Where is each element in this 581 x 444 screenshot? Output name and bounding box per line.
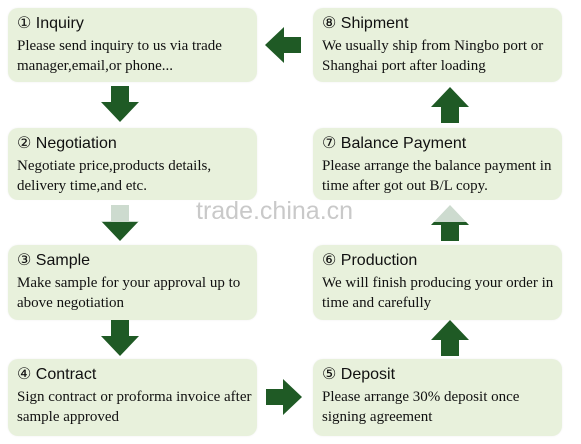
step-title: ⑤ Deposit — [322, 366, 396, 383]
step-contract-box: ④ Contract Sign contract or proforma inv… — [8, 359, 257, 436]
arrow-down-icon — [101, 86, 139, 122]
step-title: ⑥ Production — [322, 252, 418, 269]
step-description: Make sample for your approval up to abov… — [17, 275, 241, 311]
step-description: We will finish producing your order in t… — [322, 275, 554, 311]
step-title: ④ Contract — [17, 366, 97, 383]
step-title: ⑧ Shipment — [322, 15, 409, 32]
step-description: Negotiate price,products details, delive… — [17, 158, 212, 194]
step-balance-payment-box: ⑦ Balance Payment Please arrange the bal… — [313, 128, 562, 200]
step-sample-box: ③ Sample Make sample for your approval u… — [8, 245, 257, 320]
arrow-up-icon — [431, 87, 469, 123]
arrow-down-icon — [101, 320, 139, 356]
step-production-box: ⑥ Production We will finish producing yo… — [313, 245, 562, 320]
watermark-fade-band — [0, 200, 581, 222]
arrow-up-icon — [431, 320, 469, 356]
step-description: Please send inquiry to us via trade mana… — [17, 38, 222, 74]
arrow-left-icon — [265, 27, 301, 63]
step-description: Please arrange the balance payment in ti… — [322, 158, 552, 194]
arrow-down-icon — [101, 205, 139, 241]
step-description: We usually ship from Ningbo port or Shan… — [322, 38, 544, 74]
arrow-right-icon — [266, 379, 302, 415]
arrow-up-icon — [431, 205, 469, 241]
step-title: ⑦ Balance Payment — [322, 135, 467, 152]
step-title: ② Negotiation — [17, 135, 117, 152]
step-description: Please arrange 30% deposit once signing … — [322, 389, 520, 425]
step-shipment-box: ⑧ Shipment We usually ship from Ningbo p… — [313, 8, 562, 82]
step-title: ③ Sample — [17, 252, 91, 269]
step-title: ① Inquiry — [17, 15, 84, 32]
step-inquiry-box: ① Inquiry Please send inquiry to us via … — [8, 8, 257, 82]
step-deposit-box: ⑤ Deposit Please arrange 30% deposit onc… — [313, 359, 562, 436]
watermark: trade.china.cn — [196, 197, 354, 225]
step-negotiation-box: ② Negotiation Negotiate price,products d… — [8, 128, 257, 200]
step-description: Sign contract or proforma invoice after … — [17, 389, 252, 425]
